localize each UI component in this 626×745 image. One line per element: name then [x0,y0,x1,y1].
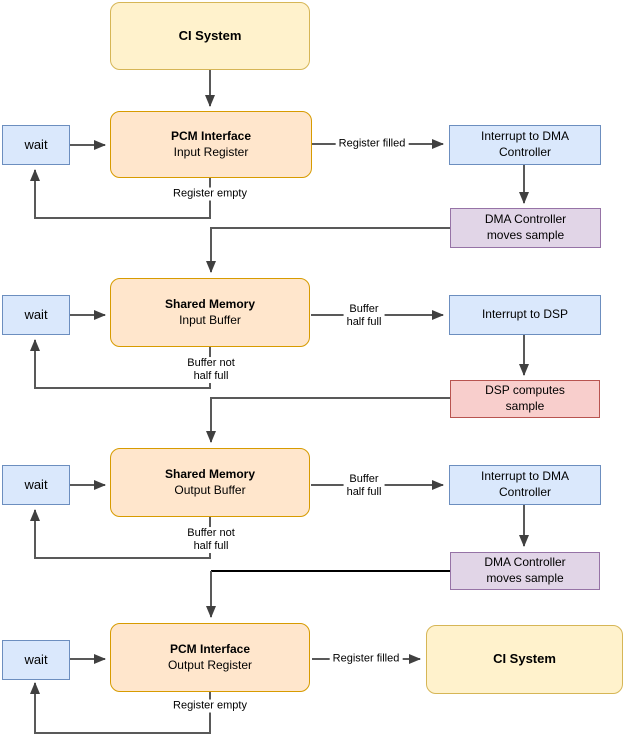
edge-label-line1: Buffer [349,303,379,316]
edge-label-buffer-half-full-out: Buffer half full [343,473,385,499]
edge-label-register-filled-bottom: Register filled [329,652,403,666]
edge-label-line2: half full [193,540,229,552]
node-wait-4: wait [2,640,70,680]
node-wait-2: wait [2,295,70,335]
node-dma-controller-moves-sample-2: DMA Controller moves sample [450,552,600,590]
edge-register-empty-loop-2 [30,682,211,734]
edge-label-buffer-not-half-full-out: Buffer not half full [184,527,238,553]
node-label: wait [24,306,48,322]
node-pcm-interface-input-register: PCM Interface Input Register [110,111,312,178]
node-label: wait [24,651,48,667]
node-line1: DSP computes [485,383,565,398]
node-wait-3: wait [2,465,70,505]
edge-label-line2: half full [193,370,229,382]
edge-label-register-empty-top: Register empty [170,187,250,201]
edge-label-register-filled-top: Register filled [335,137,409,151]
node-label: CI System [493,651,556,667]
node-interrupt-to-dma-controller-1: Interrupt to DMA Controller [449,125,601,165]
node-title: Shared Memory [164,296,256,311]
node-interrupt-to-dma-controller-2: Interrupt to DMA Controller [449,465,601,505]
node-title: PCM Interface [169,641,251,656]
node-ci-system-bottom: CI System [426,625,623,694]
node-line1: DMA Controller [484,212,567,227]
node-interrupt-to-dsp: Interrupt to DSP [449,295,601,335]
node-shared-memory-input-buffer: Shared Memory Input Buffer [110,278,310,347]
node-subtitle: Output Buffer [174,482,246,497]
node-line1: Interrupt to DSP [481,307,569,322]
node-line2: moves sample [486,571,564,585]
edge-label-buffer-not-half-full-in: Buffer not half full [184,357,238,383]
node-line1: DMA Controller [484,555,566,570]
edge-label-line2: half full [346,486,382,498]
node-line1: Interrupt to DMA [480,469,570,484]
edge-label-line2: half full [346,316,382,328]
edge-dsp-computes-to-shared-output [206,397,450,443]
node-label: wait [24,476,48,492]
node-subtitle: Input Buffer [179,312,241,327]
node-line2: Controller [498,485,552,499]
node-title: Shared Memory [164,466,256,481]
node-line1: Interrupt to DMA [480,129,570,144]
edge-label-line1: Buffer not [187,357,235,370]
edge-label-buffer-half-full-in: Buffer half full [343,303,385,329]
node-label: wait [24,136,48,152]
node-subtitle: Input Register [173,144,249,159]
node-pcm-interface-output-register: PCM Interface Output Register [110,623,310,692]
node-ci-system-top: CI System [110,2,310,70]
node-title: PCM Interface [170,128,252,143]
node-line2: sample [505,399,545,413]
node-line2: Controller [498,145,552,159]
node-shared-memory-output-buffer: Shared Memory Output Buffer [110,448,310,517]
node-label: CI System [178,27,242,43]
edge-label-line1: Buffer not [187,527,235,540]
node-line2: moves sample [486,228,565,242]
node-subtitle: Output Register [167,657,253,672]
edge-label-line1: Buffer [349,473,379,486]
edge-label-register-empty-bottom: Register empty [170,699,250,713]
node-dsp-computes-sample: DSP computes sample [450,380,600,418]
edge-dma-moves-1-to-shared-input [206,227,450,273]
node-wait-1: wait [2,125,70,165]
node-dma-controller-moves-sample-1: DMA Controller moves sample [450,208,601,248]
